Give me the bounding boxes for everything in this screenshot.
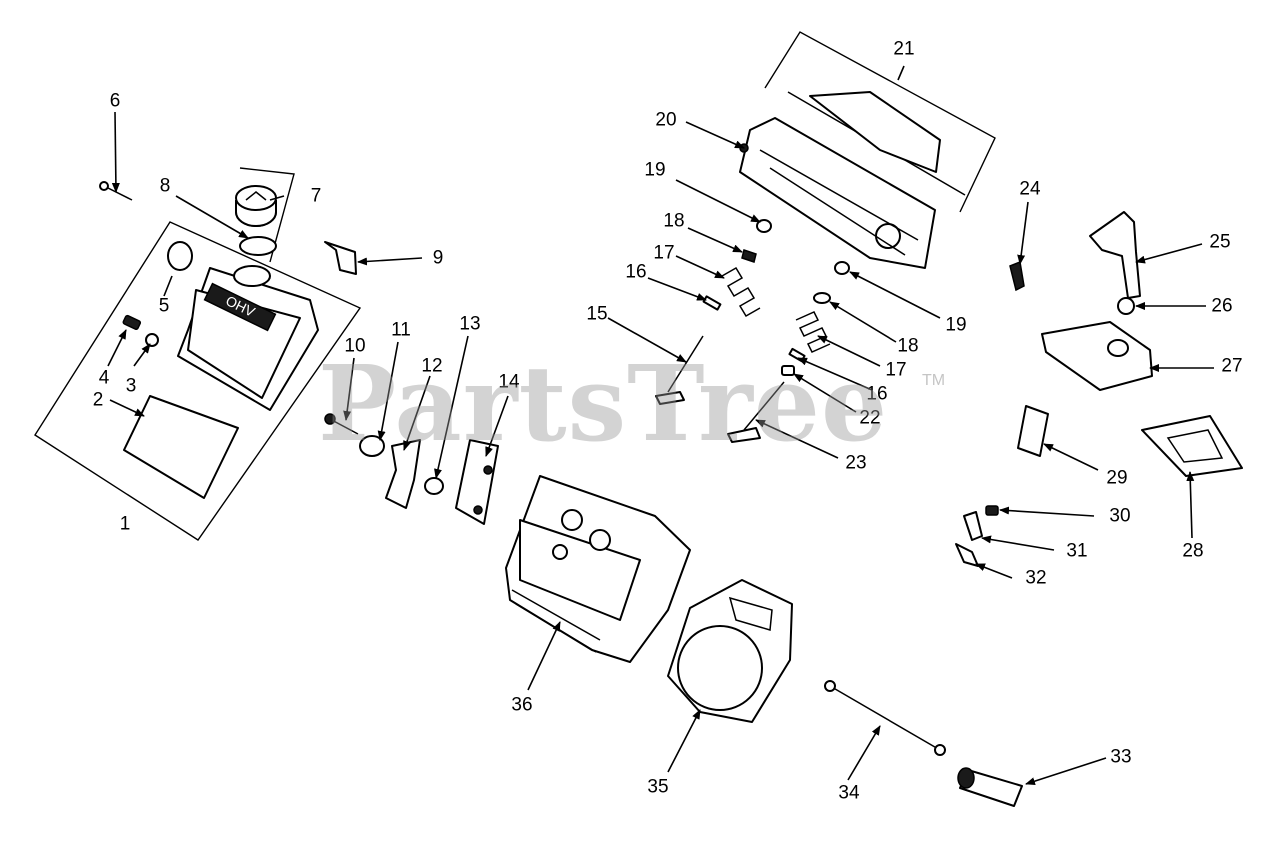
label-15: 15 <box>586 304 607 325</box>
part-retainer-18-right[interactable] <box>813 292 831 304</box>
part-breather-tube-25[interactable] <box>1089 211 1141 299</box>
label-19-right: 19 <box>945 315 966 336</box>
label-13: 13 <box>459 314 480 335</box>
part-plug-24[interactable] <box>1009 260 1025 292</box>
label-1: 1 <box>120 514 131 535</box>
rocker-cover-group-box <box>34 221 362 541</box>
part-tappet-33[interactable] <box>957 767 1023 807</box>
label-19: 19 <box>644 160 665 181</box>
label-20: 20 <box>655 110 676 131</box>
part-o-ring-8[interactable] <box>239 236 277 256</box>
part-retainer-32[interactable] <box>955 543 979 567</box>
label-16-right: 16 <box>866 384 887 405</box>
label-25: 25 <box>1209 232 1230 253</box>
label-28: 28 <box>1182 541 1203 562</box>
label-21: 21 <box>893 39 914 60</box>
label-31: 31 <box>1066 541 1087 562</box>
part-reed-29[interactable] <box>1017 405 1049 457</box>
callout-labels: 1 2 3 4 5 6 7 8 9 10 11 12 13 14 15 16 1… <box>93 39 1243 804</box>
label-26: 26 <box>1211 296 1232 317</box>
part-rocker-bracket-20[interactable] <box>739 117 936 269</box>
part-valve-seal-16-left[interactable] <box>702 295 722 311</box>
part-stud-10[interactable] <box>324 413 359 435</box>
label-2: 2 <box>93 390 104 411</box>
label-14: 14 <box>498 372 520 393</box>
label-22: 22 <box>859 408 880 429</box>
label-3: 3 <box>126 376 137 397</box>
label-34: 34 <box>838 783 860 804</box>
part-bracket-9[interactable] <box>324 241 357 275</box>
label-36: 36 <box>511 695 532 716</box>
label-16: 16 <box>625 262 646 283</box>
leader-lines <box>107 65 1214 786</box>
part-keeper-18-left[interactable] <box>741 249 757 263</box>
part-valve-cap-19-left[interactable] <box>756 219 772 233</box>
part-push-rod-34[interactable] <box>824 680 946 756</box>
label-8: 8 <box>160 176 171 197</box>
label-33: 33 <box>1110 747 1131 768</box>
part-rocker-cover-ohv[interactable]: OHV <box>177 265 319 411</box>
part-washer-13[interactable] <box>424 477 444 495</box>
label-7: 7 <box>311 186 322 207</box>
label-9: 9 <box>433 248 444 269</box>
label-29: 29 <box>1106 468 1127 489</box>
part-pivot-nut-11[interactable] <box>359 435 385 457</box>
part-o-ring-5[interactable] <box>167 241 193 271</box>
part-valve-spring-17-right[interactable] <box>795 311 831 353</box>
part-cylinder-head-36[interactable] <box>505 475 691 663</box>
part-rocker-arm-12[interactable] <box>385 439 421 509</box>
label-12: 12 <box>421 356 442 377</box>
label-17: 17 <box>653 243 674 264</box>
label-35: 35 <box>647 777 668 798</box>
rocker-shaft-group-box <box>764 31 996 213</box>
part-gasket-2[interactable] <box>123 395 239 499</box>
part-grommet-3[interactable] <box>145 333 159 347</box>
label-18: 18 <box>663 211 684 232</box>
part-head-gasket-35[interactable] <box>667 579 793 723</box>
part-screw-6[interactable] <box>99 181 133 201</box>
part-guide-plate-14[interactable] <box>455 439 499 525</box>
label-11: 11 <box>391 320 411 341</box>
part-valve-cap-19-right[interactable] <box>834 261 850 275</box>
label-27: 27 <box>1221 356 1242 377</box>
part-valve-23[interactable] <box>727 381 785 443</box>
label-30: 30 <box>1109 506 1130 527</box>
label-10: 10 <box>344 336 365 357</box>
label-23: 23 <box>845 453 866 474</box>
part-valve-spring-17-left[interactable] <box>721 266 761 318</box>
part-valve-collet-22[interactable] <box>781 365 795 376</box>
label-24: 24 <box>1019 179 1041 200</box>
label-17-right: 17 <box>885 360 906 381</box>
part-valve-15[interactable] <box>655 335 704 405</box>
part-breather-plate-28[interactable] <box>1141 415 1243 477</box>
part-oil-fill-cap-7[interactable] <box>235 185 277 227</box>
label-4: 4 <box>99 368 110 389</box>
part-arm-31[interactable] <box>963 511 983 541</box>
label-32: 32 <box>1025 568 1046 589</box>
part-breather-cover-27[interactable] <box>1041 321 1153 391</box>
part-screw-30[interactable] <box>985 505 999 516</box>
oil-fill-cap-group-box <box>239 167 295 263</box>
part-clamp-26[interactable] <box>1117 297 1135 315</box>
label-6: 6 <box>110 91 121 112</box>
part-screw-4[interactable] <box>122 314 142 331</box>
label-18-right: 18 <box>897 336 918 357</box>
part-rocker-shaft-assembly-21[interactable] <box>787 91 966 196</box>
label-5: 5 <box>159 296 170 317</box>
